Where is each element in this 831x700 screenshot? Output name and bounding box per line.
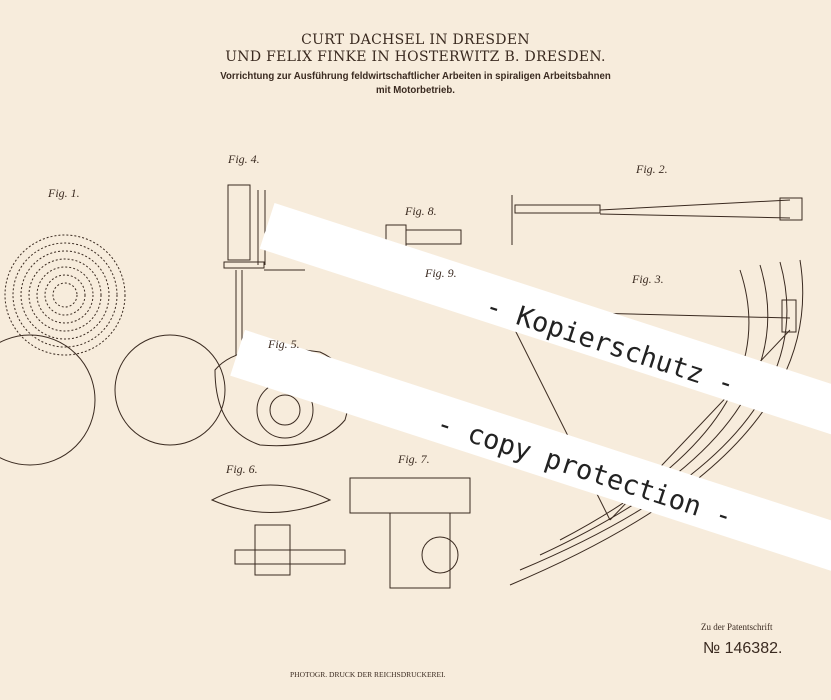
fig-4-label: Fig. 4. (228, 152, 260, 166)
patent-number: № 146382. (703, 640, 783, 657)
fig-6-label: Fig. 6. (226, 462, 258, 476)
fig1-circles (0, 334, 226, 466)
fig4-drawing (223, 184, 305, 355)
patent-ref-label: Zu der Patentschrift (701, 622, 773, 632)
fig6-drawing (210, 484, 346, 576)
fig-5-label: Fig. 5. (268, 337, 300, 351)
inventor-line-1: CURT DACHSEL IN DRESDEN (301, 32, 530, 48)
fig-1-label: Fig. 1. (48, 186, 80, 200)
fig7-drawing (349, 477, 471, 589)
fig1-spiral (4, 234, 126, 356)
fig-3-label: Fig. 3. (632, 272, 664, 286)
patent-title: Vorrichtung zur Ausführung feldwirtschaf… (220, 70, 611, 82)
fig-9-label: Fig. 9. (425, 266, 457, 280)
fig-8-label: Fig. 8. (405, 204, 437, 218)
patent-title-cont: mit Motorbetrieb. (376, 84, 455, 96)
fig2-drawing (511, 195, 803, 245)
inventor-line-2: UND FELIX FINKE IN HOSTERWITZ B. DRESDEN… (225, 49, 606, 65)
fig-7-label: Fig. 7. (398, 452, 430, 466)
fig-2-label: Fig. 2. (636, 162, 668, 176)
printer-credit: PHOTOGR. DRUCK DER REICHSDRUCKEREI. (290, 670, 446, 679)
